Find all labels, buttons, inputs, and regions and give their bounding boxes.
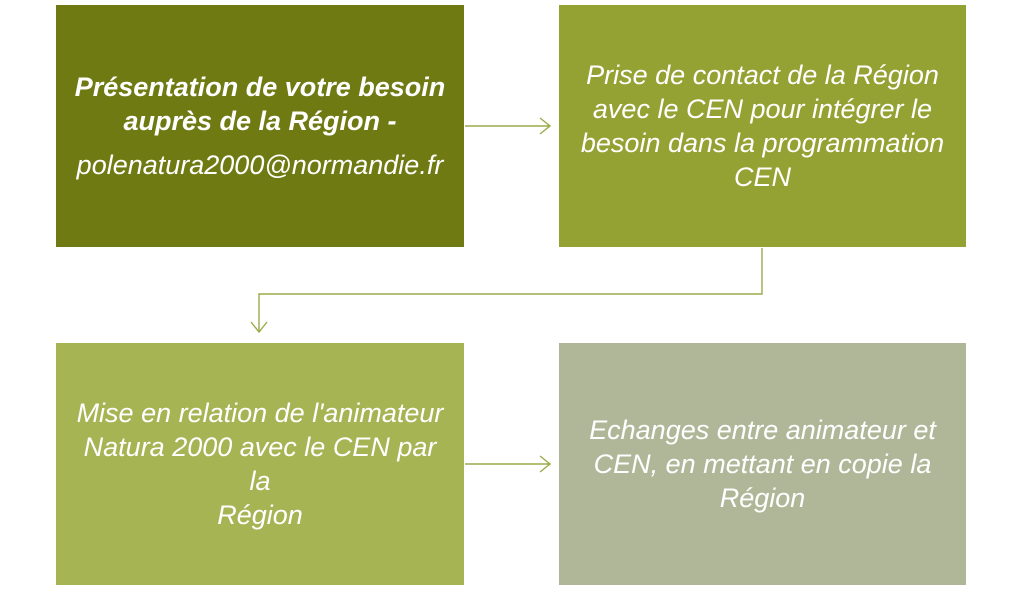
step-3-line-2: Natura 2000 avec le CEN par la [83, 432, 437, 496]
elbow-connector [258, 248, 763, 332]
step-4-line-1: Echanges entre animateur et [589, 415, 936, 445]
step-3-line-1: Mise en relation de l'animateur [76, 398, 444, 428]
arrow-down-icon [250, 321, 268, 334]
step-4-line-2: CEN, en mettant en copie la [593, 449, 932, 479]
step-4-box: Echanges entre animateur et CEN, en mett… [559, 343, 966, 585]
step-1-email: polenatura2000@normandie.fr [76, 150, 444, 180]
step-2-line-1: Prise de contact de la Région [586, 60, 939, 90]
step-1-line-1: Présentation de votre besoin [74, 72, 446, 102]
step-1-line-2: auprès de la Région - [123, 106, 397, 136]
step-2-line-2: avec le CEN pour intégrer le [592, 94, 933, 124]
step-3-box: Mise en relation de l'animateur Natura 2… [56, 343, 464, 585]
step-2-line-3: besoin dans la programmation [580, 128, 945, 158]
step-4-line-3: Région [719, 483, 806, 513]
arrow-right-icon [465, 117, 552, 135]
step-2-box: Prise de contact de la Région avec le CE… [559, 5, 966, 247]
arrow-right-icon [465, 455, 552, 473]
step-3-line-3: Région [217, 500, 303, 530]
step-1-box: Présentation de votre besoin auprès de l… [56, 5, 464, 247]
step-2-line-4: CEN [733, 162, 791, 192]
